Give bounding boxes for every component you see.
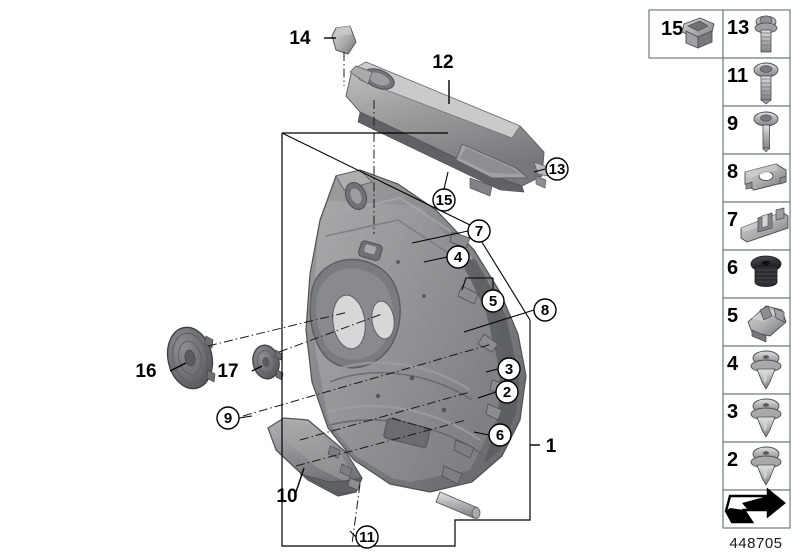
legend-item-9[interactable]: 9 [722,105,791,155]
callout-9-text: 9 [224,410,232,427]
legend-2-number: 2 [727,449,738,471]
legend-item-8[interactable]: 8 [722,153,791,203]
part-16-speaker-cover [166,326,216,390]
expanding-rivet-icon [750,446,782,486]
expanding-rivet-icon [750,398,782,438]
leader-4 [423,256,448,263]
leader-8 [463,309,535,333]
legend-4-number: 4 [727,353,739,375]
expanding-rivet-icon [750,350,782,390]
square-grommet-icon [681,17,715,49]
label-17: 17 [217,361,238,382]
legend-item-4[interactable]: 4 [722,345,791,395]
legend-item-15[interactable]: 15 [648,9,724,59]
callout-11-text: 11 [359,529,375,546]
callout-13-text: 13 [549,161,566,178]
legend-3-number: 3 [727,401,738,423]
part-17-tweeter-cover [252,344,284,381]
leader-3 [485,368,499,373]
callout-13: 13 [545,157,569,181]
legend-item-direction-arrow[interactable] [722,487,791,529]
callout-2: 2 [495,380,519,404]
callout-3: 3 [497,357,521,381]
legend-6-number: 6 [727,257,738,279]
spring-metal-clip-icon [747,305,787,343]
part-12-upper-trim [345,61,549,197]
legend-11-number: 11 [727,65,748,87]
callout-6-text: 6 [496,427,504,444]
callout-6: 6 [488,423,512,447]
label-14: 14 [289,28,311,49]
callout-15-text: 15 [436,192,453,209]
callout-7-text: 7 [475,223,483,240]
legend-15-number: 15 [661,18,683,40]
legend-item-6[interactable]: 6 [722,249,791,299]
slide-bracket-clip-icon [740,207,789,243]
leader-13 [533,168,546,173]
callout-8-text: 8 [541,302,549,319]
leader-5 [461,277,494,291]
callout-15: 15 [432,188,456,212]
leader-7 [411,230,469,244]
legend-5-number: 5 [727,305,738,327]
legend-item-5[interactable]: 5 [722,297,791,347]
leader-10 [295,467,305,493]
label-16: 16 [135,361,156,382]
label-1: 1 [546,436,557,457]
leader-9 [238,415,253,419]
rubber-grommet-plug-icon [750,255,782,287]
direction-arrow-icon [724,487,786,524]
flanged-hex-bolt-icon [754,15,778,53]
alignment-axes [207,52,493,545]
part-1-side-trim-panel [305,169,527,519]
part-10-armrest-handle [267,417,363,497]
leader-11 [349,530,357,538]
legend-item-11[interactable]: 11 [722,57,791,107]
leader-15 [443,171,449,190]
legend-9-number: 9 [727,113,738,135]
legend-item-2[interactable]: 2 [722,441,791,491]
leader-17 [251,365,263,372]
legend-7-number: 7 [727,209,738,231]
label-10: 10 [276,486,297,507]
callout-5: 5 [481,289,505,313]
callout-11: 11 [355,525,379,549]
label-12: 12 [432,52,453,73]
leader-2 [477,391,497,399]
legend-8-number: 8 [727,161,738,183]
pan-head-screw-icon [753,62,779,105]
callout-4-text: 4 [454,249,463,266]
assembly-bracket-1 [281,133,531,547]
callout-9: 9 [216,406,240,430]
legend-item-13[interactable]: 13 [722,9,791,59]
callout-8: 8 [533,298,557,322]
leader-16 [169,362,187,372]
callout-3-text: 3 [505,361,513,378]
sheet-metal-nut-clip-icon [744,163,787,191]
callout-4: 4 [446,245,470,269]
legend-item-3[interactable]: 3 [722,393,791,443]
callout-2-text: 2 [503,384,511,401]
legend-item-7[interactable]: 7 [722,201,791,251]
legend-13-number: 13 [727,17,749,39]
part-number-caption: 448705 [729,535,782,552]
leader-6 [473,431,490,436]
torx-flange-screw-icon [753,111,779,153]
callout-7: 7 [467,219,491,243]
callout-5-text: 5 [489,293,497,310]
part-14-cover-cap [331,25,357,55]
